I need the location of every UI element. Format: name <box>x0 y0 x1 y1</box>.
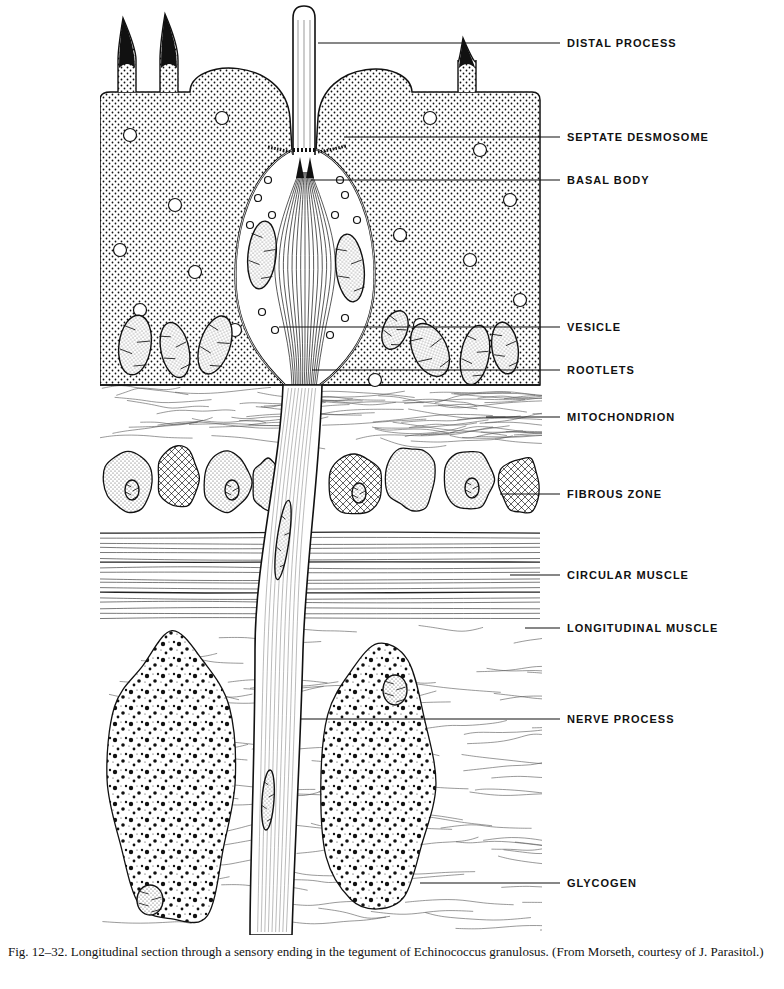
vesicle-shape <box>514 294 527 307</box>
vesicle-shape <box>354 217 361 224</box>
leader-line <box>311 179 560 180</box>
leader-line <box>525 627 560 628</box>
vesicle-shape <box>269 212 276 219</box>
mitochondrion-shape <box>245 220 280 291</box>
figure-caption: Fig. 12–32. Longitudinal section through… <box>8 944 774 960</box>
mitochondrion-shape <box>465 478 479 498</box>
part-label: NERVE PROCESS <box>567 712 675 726</box>
leader-line <box>312 369 560 370</box>
vesicle-shape <box>464 254 477 267</box>
vesicle-shape <box>504 194 517 207</box>
mitochondrion-shape <box>225 480 239 500</box>
vesicle-shape <box>124 129 137 142</box>
mitochondrion-shape <box>352 483 366 503</box>
vesicle-shape <box>342 315 349 322</box>
vesicle-shape <box>114 244 127 257</box>
mitochondrion-shape <box>271 500 294 581</box>
leader-line <box>279 326 560 327</box>
section-drawing <box>100 6 542 935</box>
leader-line <box>486 416 560 417</box>
mitochondrion-shape <box>137 885 163 915</box>
vesicle-shape <box>424 112 437 125</box>
part-label: BASAL BODY <box>567 173 650 187</box>
mitochondrion-shape <box>155 320 194 381</box>
part-label: SEPTATE DESMOSOME <box>567 130 709 144</box>
vesicle-shape <box>474 144 487 157</box>
mitochondrion-shape <box>115 313 155 377</box>
mitochondrion-shape <box>383 675 407 705</box>
part-label: ROOTLETS <box>567 363 635 377</box>
vesicle-shape <box>216 112 229 125</box>
vesicle-shape <box>394 229 407 242</box>
leader-lines <box>279 43 560 883</box>
part-label: CIRCULAR MUSCLE <box>567 568 689 582</box>
vesicle-shape <box>272 327 279 334</box>
mitochondrion-shape <box>377 307 413 353</box>
mitochondrion-shape <box>456 323 494 387</box>
part-label: DISTAL PROCESS <box>567 36 677 50</box>
vesicle-shape <box>189 266 202 279</box>
part-label: FIBROUS ZONE <box>567 487 662 501</box>
leader-line <box>500 493 560 494</box>
mitochondrion-shape <box>489 320 522 375</box>
vesicle-shape <box>247 222 254 229</box>
vesicle-shape <box>327 332 334 339</box>
vesicle-shape <box>134 304 147 317</box>
leader-line <box>344 136 560 137</box>
vesicle-shape <box>259 309 266 316</box>
part-label: LONGITUDINAL MUSCLE <box>567 621 718 635</box>
part-label: VESICLE <box>567 320 621 334</box>
part-label: GLYCOGEN <box>567 876 637 890</box>
vesicle-shape <box>332 212 339 219</box>
leader-line <box>510 574 560 575</box>
vesicle-shape <box>369 374 382 387</box>
leader-line <box>318 42 560 43</box>
part-label: MITOCHONDRION <box>567 410 675 424</box>
mitochondrion-shape <box>260 770 276 831</box>
vesicle-shape <box>265 177 272 184</box>
mitochondrion-shape <box>125 480 139 500</box>
vesicle-shape <box>255 195 262 202</box>
leader-line <box>420 882 560 883</box>
vesicle-shape <box>342 192 349 199</box>
vesicle-shape <box>169 199 182 212</box>
leader-line <box>300 718 560 719</box>
mitochondrion-shape <box>191 312 238 378</box>
mitochondrion-shape <box>333 233 368 304</box>
